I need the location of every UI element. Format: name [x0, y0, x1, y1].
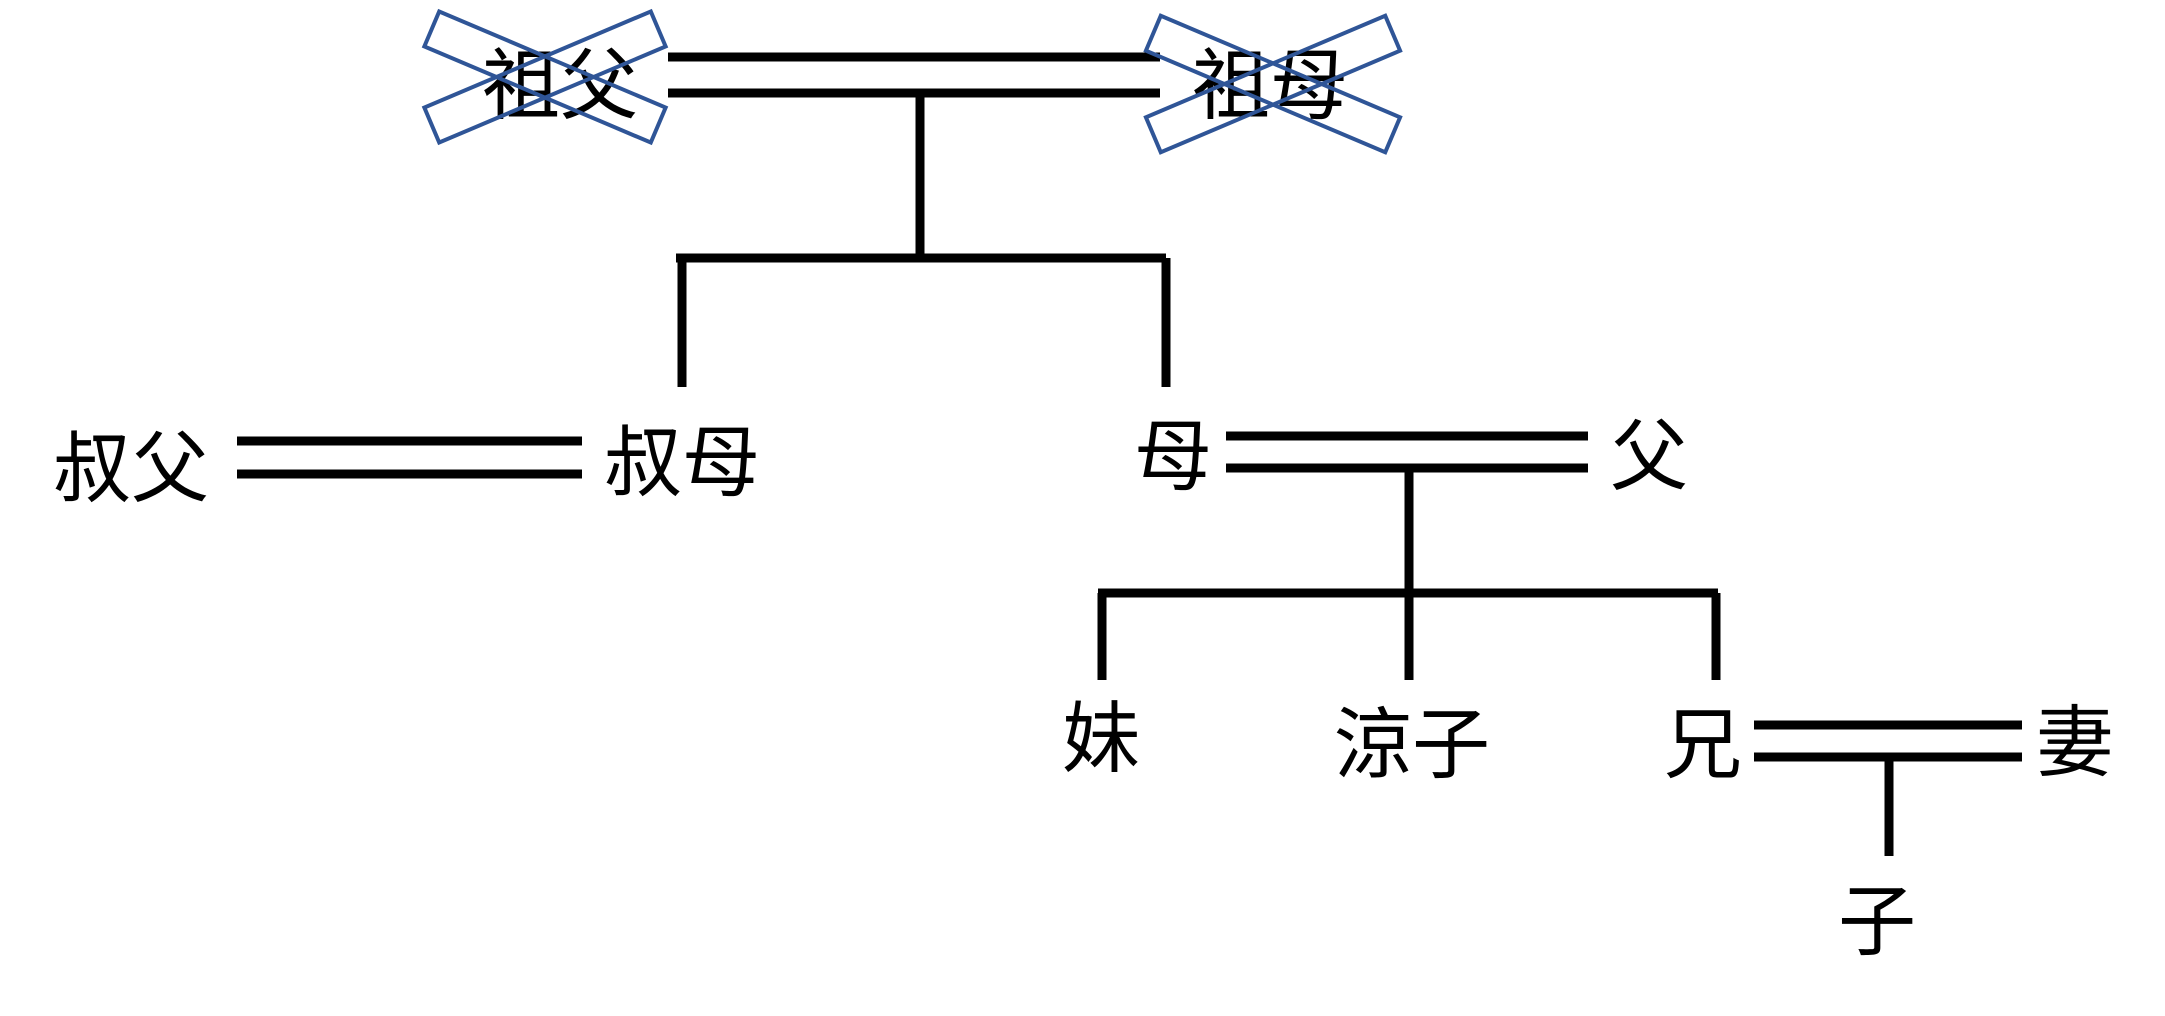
- node-mother: 母: [1134, 412, 1212, 502]
- node-aunt: 叔母: [604, 418, 760, 508]
- node-wife: 妻: [2036, 698, 2114, 788]
- cross-mark-grandfather: [421, 8, 669, 146]
- node-father: 父: [1610, 412, 1688, 502]
- cross-mark-grandmother: [1143, 13, 1403, 155]
- node-uncle: 叔父: [53, 424, 209, 514]
- node-ryoko: 涼子: [1334, 700, 1490, 790]
- node-older-brother: 兄: [1664, 700, 1742, 790]
- node-younger-sister: 妹: [1062, 694, 1140, 784]
- node-child: 子: [1838, 877, 1916, 967]
